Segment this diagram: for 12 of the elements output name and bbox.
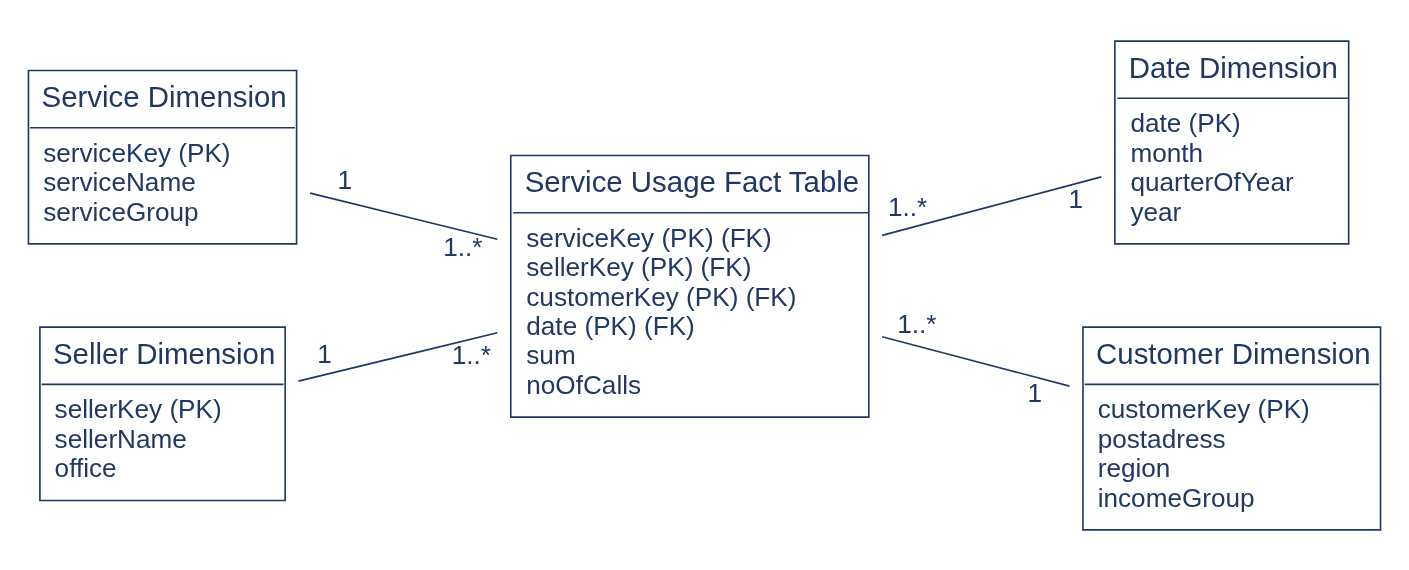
connector [881, 175, 1103, 236]
connector [309, 191, 499, 240]
label: 1 [1068, 183, 1084, 214]
label: 1 [1027, 377, 1043, 408]
connector [881, 335, 1071, 387]
label: 1..* [887, 191, 928, 222]
label: 1..* [897, 308, 937, 339]
label: 1 [337, 164, 352, 195]
label: 1..* [443, 231, 483, 262]
label: 1 [317, 338, 332, 369]
connector [297, 331, 499, 382]
label: 1..* [451, 339, 492, 370]
